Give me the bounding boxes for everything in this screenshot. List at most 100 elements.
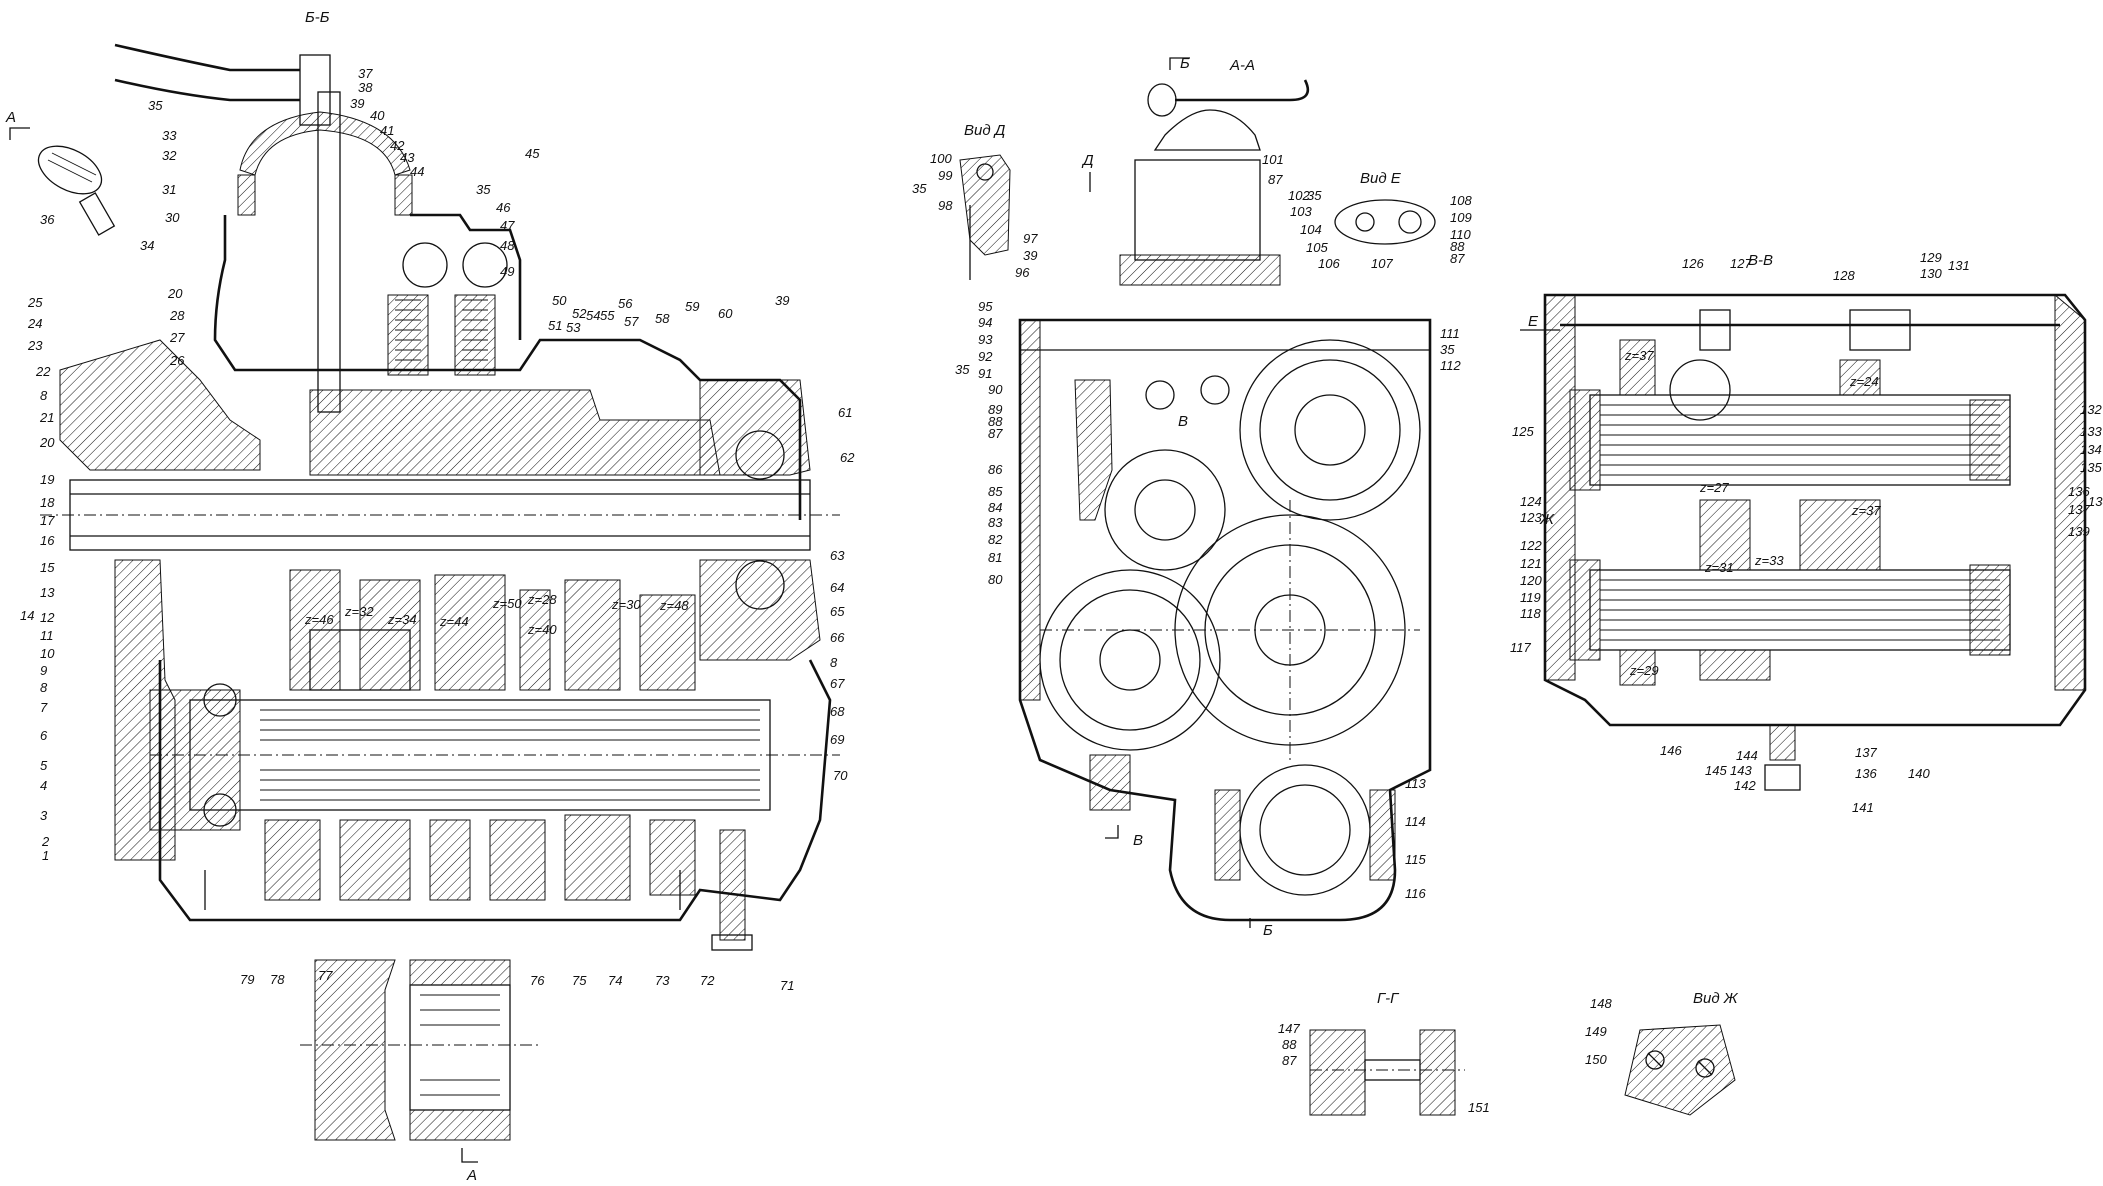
section-vv: В-В Е Ж [1510,250,2103,815]
input-shaft [40,479,840,551]
section-gg-title: Г-Г [1377,990,1400,1007]
part-number-label: 8 [40,388,48,403]
part-number-label: 71 [780,978,794,993]
part-number-label: 67 [830,676,845,691]
gear-cluster-lower [264,814,696,901]
marker-v-mid: В [1178,413,1188,430]
part-number-label: 98 [938,198,953,213]
part-number-label: 5 [40,758,48,773]
part-number-label: 68 [830,704,845,719]
part-number-label: 102 [1288,188,1310,203]
part-number-label: 6 [40,728,48,743]
part-number-label: 144 [1736,748,1758,763]
part-number-label: 24 [27,316,42,331]
part-number-label: 80 [988,572,1003,587]
part-number-label: 120 [1520,573,1542,588]
marker-v-bottom: В [1133,832,1143,849]
marker-b-bottom: Б [1263,922,1273,939]
part-number-label: 45 [525,146,540,161]
part-number-label: 62 [840,450,855,465]
part-number-label: 8 [830,655,838,670]
part-number-label: 105 [1306,240,1328,255]
part-number-label: 149 [1585,1024,1607,1039]
part-number-label: 58 [655,311,670,326]
part-number-label: 108 [1450,193,1472,208]
aa-lever [1175,79,1310,102]
view-d-title: Вид Д [964,122,1006,139]
part-number-label: 18 [40,495,55,510]
housing-top-outline [213,215,802,520]
part-number-label: 22 [35,364,51,379]
aa-drain-plug [1089,754,1131,811]
part-number-label: 34 [140,238,154,253]
shift-knob-37 [37,145,116,236]
vv-lower-shaft [1569,559,2011,661]
part-number-label: 35 [955,362,970,377]
gear-tooth-label: z=46 [304,612,334,627]
part-number-label: 90 [988,382,1003,397]
part-number-label: 146 [1660,743,1682,758]
lower-splined-shaft [149,683,840,831]
gear-tooth-label: z=28 [527,592,557,607]
part-number-label: 140 [1908,766,1930,781]
vv-upper-shaft [1569,359,2011,491]
drain-plug-73 [719,829,746,941]
part-number-label: 17 [40,513,55,528]
part-number-label: 73 [655,973,670,988]
part-number-label: 109 [1450,210,1472,225]
part-number-label: 136 [1855,766,1877,781]
view-zh: Вид Ж 148 149 150 [1585,990,1739,1116]
section-aa: А-А Б Д [955,55,1461,939]
gear-tooth-label: z=31 [1704,560,1734,575]
part-number-label: 10 [40,646,55,661]
part-number-label: 35 [1307,188,1322,203]
part-number-label: 14 [20,608,34,623]
part-number-label: 84 [988,500,1002,515]
marker-b-top: Б [1180,55,1190,72]
front-cover-stack [114,559,176,861]
aa-bottom-bearing [1214,764,1396,896]
part-number-label: 7 [40,700,48,715]
gear-tooth-label: z=40 [527,622,557,637]
part-number-label: 38 [358,80,373,95]
part-number-label: 150 [1585,1052,1607,1067]
part-number-label: 36 [40,212,55,227]
part-number-label: 59 [685,299,699,314]
part-number-label: 57 [624,314,639,329]
part-number-label: 56 [618,296,633,311]
part-number-label: 39 [775,293,789,308]
part-number-label: 47 [500,218,515,233]
part-number-label: 95 [978,299,993,314]
part-number-label: 141 [1852,800,1874,815]
part-number-label: 64 [830,580,844,595]
part-number-label: 82 [988,532,1003,547]
part-number-label: 118 [1520,606,1541,621]
part-number-label: 70 [833,768,848,783]
part-number-label: 135 [2080,460,2102,475]
part-number-label: 124 [1520,494,1542,509]
output-coupling [300,959,540,1141]
part-number-label: 145 [1705,763,1727,778]
marker-a-top: А [5,109,16,126]
gear-count-labels-left: z=46 z=32 z=34 z=44 z=50 z=28 z=40 z=30 … [304,592,689,637]
part-number-label: 63 [830,548,845,563]
marker-a-bottom: А [466,1167,477,1184]
part-number-label: 55 [600,308,615,323]
part-number-label: 35 [148,98,163,113]
part-number-label: 30 [165,210,180,225]
part-number-label: 114 [1405,814,1426,829]
part-number-label: 40 [370,108,385,123]
part-number-label: 89 [988,402,1002,417]
part-number-label: 65 [830,604,845,619]
part-number-label: 35 [912,181,927,196]
part-number-label: 35 [1440,342,1455,357]
section-vv-title: В-В [1748,252,1773,269]
part-number-label: 39 [1023,248,1037,263]
part-number-label: 3 [40,808,48,823]
part-number-label: 87 [1450,251,1465,266]
part-number-label: 69 [830,732,844,747]
gear-tooth-label: z=37 [1624,348,1654,363]
part-number-label: 27 [169,330,185,345]
view-e: Вид Е 108 109 110 88 87 [1334,170,1472,266]
